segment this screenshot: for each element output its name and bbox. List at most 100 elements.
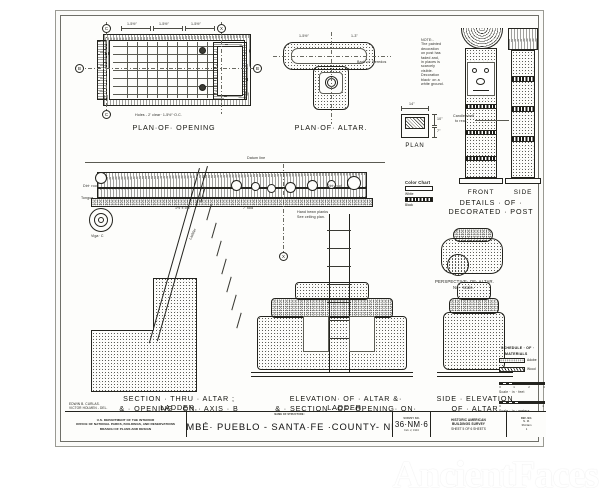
survey-sheet: 1-5½" 1-5½" 1-5½" C X B B C Holes - 2' c… [55,10,546,447]
swatch-adobe-label: Adobe [527,358,537,362]
swatch-adobe [499,358,525,363]
scale-bar-meters: 0 1 Scale · in · meters [499,401,545,413]
post-plan-dim-h1: 10" [437,117,443,121]
swatch-black-label: Black [405,203,414,207]
survey-header: SURVEY NO. [403,417,420,420]
caption-side-elev-line1: SIDE · ELEVATION [436,394,514,403]
note-line-8: black· on a [421,77,440,82]
scale-feet-tick-0: 0 [499,385,501,390]
note-line-6: visible. [421,68,433,73]
dim-plan-2: 1-5½" [159,22,169,26]
swatch-black [405,197,433,202]
annot-datum-line: Datum line [247,156,266,160]
plan-altar-note: Back of· Reredos [357,60,387,64]
structure-name-label: NAME OF STRUCTURE: [274,413,305,416]
annot-hand-hewn: Hand hewn planks [297,210,329,214]
sheet-ref-header: REF. NO. [520,417,533,421]
annot-post-dim: 7' told [243,206,254,210]
plan-opening-note: Holes - 2' clear· 1-5½"·O.C. [135,113,182,117]
caption-post-front: FRONT [467,189,495,196]
habs-sheet-count: SHEET 5 OF 6 SHEETS [451,426,486,431]
caption-section-line2: & · OPENING · ON · AXIS · B [119,404,239,413]
grid-ref-c-top: C [102,24,111,33]
caption-plan-of-opening: PLAN·OF· OPENING [132,123,216,132]
title-block-habs: HISTORIC AMERICAN BUILDINGS SURVEY SHEET… [431,412,507,437]
grid-ref-x-mid: X [279,252,288,261]
dept-line-0: U.S. DEPARTMENT OF THE INTERIOR [96,418,155,423]
habs-line-1: HISTORIC AMERICAN [451,417,486,422]
dept-line-2: BRANCH OF PLANS AND DESIGN [99,426,152,431]
note-title: NOTE:- [421,38,434,42]
caption-side-elev-line2: OF · ALTAR [451,404,499,413]
caption-perspective-line1: PERSPECTIVE· OF· ALTAR. [435,279,494,284]
note-line-0: The painted [421,42,442,47]
caption-perspective-line2: No · scale. [453,285,475,290]
title-block-structure: NAME OF STRUCTURE: KIVA· IN· NAMBÉ· PUEB… [187,412,393,437]
title-block-sheet-ref: REF. NO. N. M. 36-Nam 1 [507,412,546,437]
plan-altar-dim-b: 1-3" [351,34,358,38]
grid-ref-c-bottom: C [102,110,111,119]
annot-dirt-roof-left: Dirt· roof [83,184,98,188]
scale-feet-tick-1: 1 [513,385,515,390]
credits-block: EDWIN B. CURLAS. VICTOR HOLMEN - DEL. [69,402,107,410]
watermark-plate: AncientFaces [340,436,600,488]
survey-number: 36·NM·6 [394,420,429,429]
title-block-survey: SURVEY NO. 36·NM·6 Feb. 2, 1934 [393,412,431,437]
note-line-1: decoration [421,46,439,51]
grid-ref-b-left: B [75,64,84,73]
post-plan-dim-w: 14" [409,102,415,106]
grid-ref-b-right: B [253,64,262,73]
annot-hand-hewn-2: See ceiling plan. [297,215,326,219]
note-line-9: white ground. [421,82,444,87]
scale-feet-label: Scale · in · feet [499,389,525,394]
post-plan-dim-h2: 7" [437,129,441,133]
title-block-department: U.S. DEPARTMENT OF THE INTERIOR OFFICE O… [65,412,187,437]
annot-vigas-dim: 1½"x 5½" [175,206,192,210]
note-block: NOTE:- The painted decoration on post ha… [421,38,467,86]
habs-line-2: BUILDINGS SURVEY [451,422,486,427]
scale-bar-feet: 0 1 2 3 Scale · in · feet [499,382,545,394]
dim-plan-1: 1-5½" [127,22,137,26]
grid-ref-x-top: X [217,24,226,33]
scale-meters-tick-0: 0 [499,404,501,409]
annot-dirt-roof-right: Dirt· roof [327,184,342,188]
note-line-4: in places is [421,60,440,65]
plan-altar-dim-a: 1-5½" [299,34,309,38]
sheet-inner-border: 1-5½" 1-5½" 1-5½" C X B B C Holes - 2' c… [60,15,546,442]
note-line-2: on post has [421,51,441,56]
scale-meters-label: Scale · in · meters [499,409,545,413]
swatch-white-label: White [405,192,414,196]
caption-elevation-line1: ELEVATION· OF · ALTAR &· LADDER, [289,394,403,412]
materials-title-2: MATERIALS [505,352,528,356]
note-line-7: Decoration [421,73,440,78]
structure-name: KIVA· IN· NAMBÉ· PUEBLO - SANTA·FE ·COUN… [187,420,392,432]
caption-post-side: SIDE [513,189,533,196]
scale-meters-tick-1: 1 [542,404,544,409]
note-line-3: faded and, [421,55,439,60]
annot-tongue: Tongue [81,196,94,200]
sheet-ref-line-1: N. M. [523,419,530,424]
swatch-white [405,186,433,191]
dept-line-1: OFFICE OF NATIONAL PARKS, BUILDINGS, AND… [76,422,175,427]
note-line-5: scarcely [421,64,435,69]
title-block: U.S. DEPARTMENT OF THE INTERIOR OFFICE O… [65,411,546,437]
sheet-ref-line-2: 36-Nam [521,423,532,428]
annot-candle-shelf: Candle shelf [453,114,475,118]
dim-plan-3: 1-5½" [191,22,201,26]
materials-title-1: SCHEDULE · OF · [501,346,535,350]
color-chart-title: Color Chart [405,180,431,185]
sheet-ref-line-3: 1 [525,426,528,431]
credit-line-1: VICTOR HOLMEN - DEL. [69,405,108,410]
caption-details-of-decorated-post: DETAILS · OF · DECORATED · POST [448,198,534,216]
survey-date: Feb. 2, 1934 [404,429,419,432]
credit-line-0: EDWIN B. CURLAS. [69,401,100,406]
scale-feet-tick-2: 2 [528,385,530,390]
annot-candle-shelf-2: to rear. [455,119,467,123]
caption-plan-of-altar: PLAN·OF· ALTAR. [294,123,368,132]
watermark-ancientfaces: AncientFaces [392,454,599,488]
swatch-wood-label: Wood [527,367,536,371]
annot-viga-c: Viga· C [91,234,104,238]
swatch-wood [499,367,525,372]
caption-post-plan: PLAN [405,143,425,149]
